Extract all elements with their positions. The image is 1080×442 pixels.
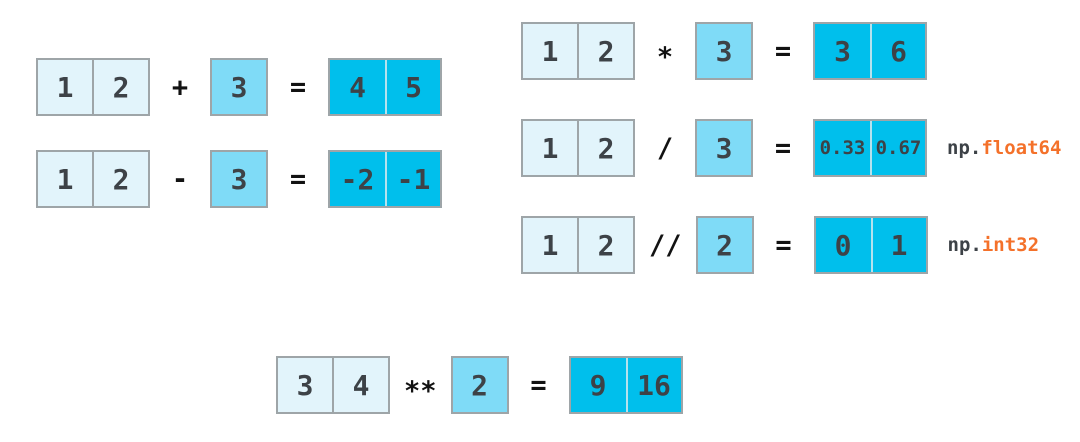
equation-row-addition: 1 2 + 3 = 4 5: [36, 58, 442, 116]
array-cell: 4: [332, 356, 390, 414]
result-array: 4 5: [328, 58, 442, 116]
dtype-label-int32: np.int32: [948, 234, 1040, 256]
input-array: 1 2: [36, 58, 150, 116]
array-cell: 1: [521, 119, 579, 177]
dtype-name: float64: [981, 137, 1062, 159]
operator-divide: /: [656, 132, 674, 164]
result-cell: 16: [625, 358, 681, 412]
result-cell: 1: [870, 218, 926, 272]
dtype-label-float64: np.float64: [947, 137, 1061, 159]
operator-multiply: *: [656, 41, 674, 73]
result-cell: 5: [385, 60, 440, 114]
equation-row-division: 1 2 / 3 = 0.33 0.67 np.float64: [521, 119, 1061, 177]
input-array: 1 2: [521, 22, 635, 80]
equals-sign: =: [774, 132, 792, 164]
result-cell: -2: [330, 152, 385, 206]
result-cell: 0: [815, 218, 871, 272]
group-right: 1 2 * 3 = 3 6 1 2 / 3 = 0.33 0.67 np.flo…: [521, 22, 1061, 274]
result-cell: 6: [870, 24, 925, 78]
equals-sign: =: [530, 369, 547, 401]
result-cell: 4: [330, 60, 385, 114]
array-cell: 2: [577, 216, 635, 274]
equals-sign: =: [289, 163, 307, 195]
dtype-prefix: np.: [947, 234, 982, 256]
array-cell: 2: [92, 58, 150, 116]
array-cell: 1: [36, 58, 94, 116]
result-array: 3 6: [813, 22, 927, 80]
input-array: 3 4: [276, 356, 390, 414]
result-cell: 0.67: [870, 121, 925, 175]
result-cell: 3: [815, 24, 870, 78]
array-cell: 2: [577, 22, 635, 80]
result-array: 0 1: [813, 216, 928, 274]
input-array: 1 2: [521, 119, 635, 177]
operator-minus: -: [171, 163, 189, 195]
result-cell: 9: [570, 358, 626, 412]
result-array: -2 -1: [328, 150, 442, 208]
dtype-name: int32: [981, 234, 1040, 256]
equals-sign: =: [775, 229, 792, 261]
array-cell: 1: [521, 216, 579, 274]
group-bottom: 3 4 ** 2 = 9 16: [276, 356, 683, 414]
operator-plus: +: [171, 71, 189, 103]
equation-row-floor-division: 1 2 // 2 = 0 1 np.int32: [521, 216, 1061, 274]
equation-row-subtraction: 1 2 - 3 = -2 -1: [36, 150, 442, 208]
array-cell: 2: [92, 150, 150, 208]
array-cell: 2: [577, 119, 635, 177]
operator-floor-divide: //: [649, 229, 682, 261]
scalar-cell: 3: [695, 119, 753, 177]
equals-sign: =: [774, 35, 792, 67]
result-array: 9 16: [568, 356, 683, 414]
array-cell: 1: [521, 22, 579, 80]
result-cell: -1: [385, 152, 440, 206]
array-cell: 1: [36, 150, 94, 208]
input-array: 1 2: [521, 216, 635, 274]
equals-sign: =: [289, 71, 307, 103]
dtype-prefix: np.: [947, 137, 982, 159]
equation-row-power: 3 4 ** 2 = 9 16: [276, 356, 683, 414]
result-cell: 0.33: [815, 121, 870, 175]
result-array: 0.33 0.67: [813, 119, 927, 177]
scalar-cell: 3: [210, 58, 268, 116]
group-left: 1 2 + 3 = 4 5 1 2 - 3 = -2 -1: [36, 58, 442, 208]
array-cell: 3: [276, 356, 334, 414]
scalar-cell: 2: [450, 356, 509, 414]
equation-row-multiplication: 1 2 * 3 = 3 6: [521, 22, 1061, 80]
input-array: 1 2: [36, 150, 150, 208]
scalar-cell: 2: [695, 216, 754, 274]
scalar-cell: 3: [210, 150, 268, 208]
operator-power: **: [404, 375, 437, 407]
scalar-cell: 3: [695, 22, 753, 80]
